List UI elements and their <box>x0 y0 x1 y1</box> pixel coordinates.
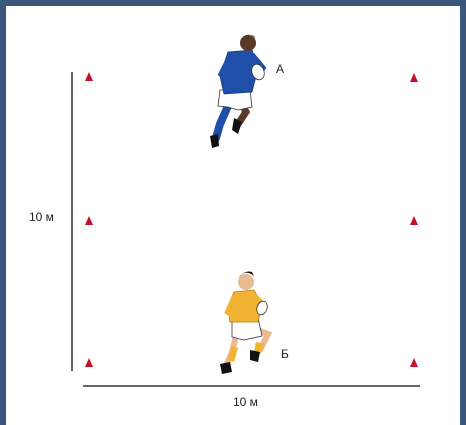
player-a-label: А <box>276 62 284 76</box>
cone-middle-left <box>85 216 93 225</box>
vertical-measure-label: 10 м <box>29 210 54 224</box>
cone-middle-right <box>410 216 418 225</box>
cone-top-right <box>410 73 418 82</box>
drill-field <box>6 6 460 425</box>
horizontal-measure-label: 10 м <box>233 395 258 409</box>
player-b-figure <box>220 272 269 375</box>
cone-bottom-right <box>410 358 418 367</box>
player-a-figure <box>210 35 266 148</box>
cone-top-left <box>85 72 93 81</box>
cone-bottom-left <box>85 358 93 367</box>
player-b-label: Б <box>281 347 289 361</box>
